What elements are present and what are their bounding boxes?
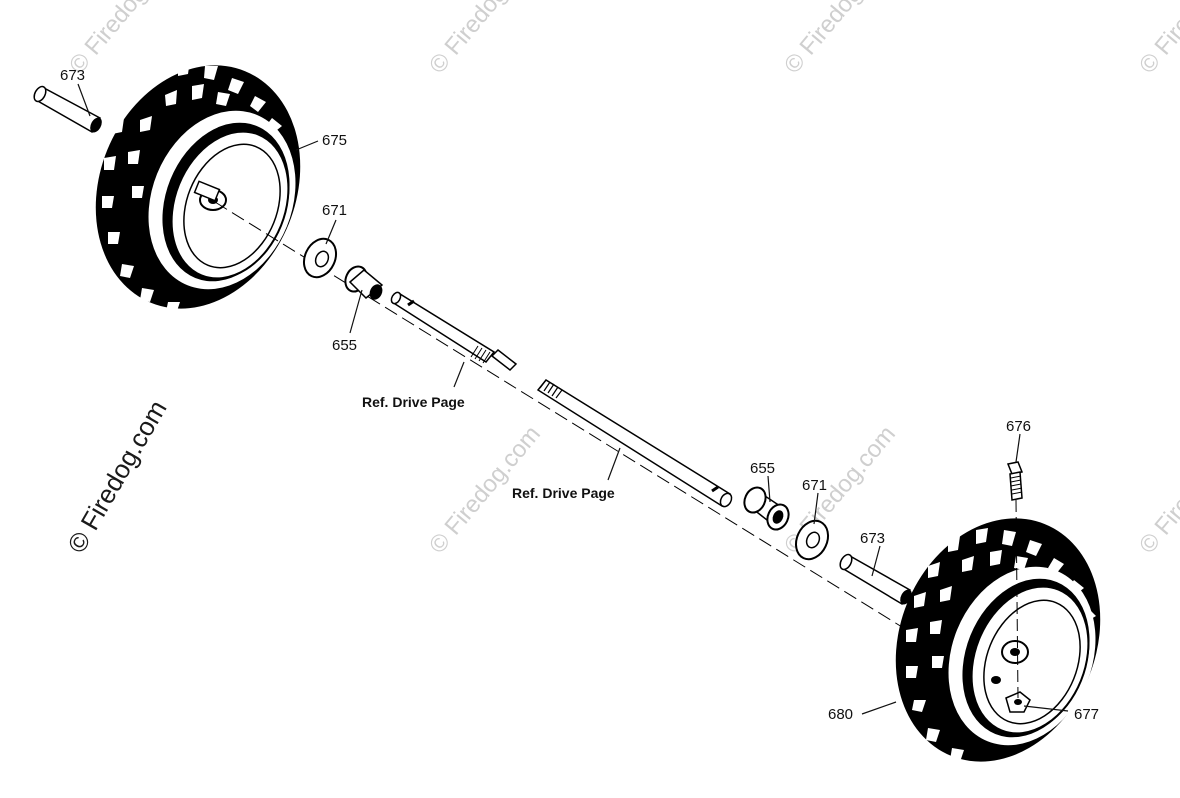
axle-shaft-left [390, 291, 518, 371]
label-673-left: 673 [60, 67, 85, 84]
spacer-tube-673-right [839, 553, 912, 606]
leader-lines [77, 83, 1069, 715]
label-673-right: 673 [860, 530, 885, 547]
label-655-left: 655 [332, 337, 357, 354]
washer-671-right [794, 519, 830, 561]
watermark-text: © Firedog.com [1134, 0, 1180, 79]
spacer-tube-673-left [33, 85, 102, 134]
watermark-text: © Firedog.com [424, 0, 546, 79]
label-ref-drive-page-right: Ref. Drive Page [512, 485, 615, 501]
watermark-text: © Firedog.com [1134, 421, 1180, 559]
label-671-left: 671 [322, 202, 347, 219]
label-676: 676 [1006, 418, 1031, 435]
label-677: 677 [1074, 706, 1099, 723]
label-675: 675 [322, 132, 347, 149]
label-671-right: 671 [802, 477, 827, 494]
bushing-655-left [344, 265, 384, 300]
right-tire [895, 518, 1101, 762]
label-680: 680 [828, 706, 853, 723]
label-ref-drive-page-left: Ref. Drive Page [362, 394, 465, 410]
part-labels: 673 675 671 655 Ref. Drive Page Ref. Dri… [60, 67, 1099, 723]
bolt-676 [1006, 461, 1024, 699]
axle-shaft-right [536, 379, 733, 508]
watermark-text-dark: © Firedog.com [61, 395, 172, 558]
label-655-right: 655 [750, 460, 775, 477]
left-tire [95, 60, 301, 314]
washer-671-left [302, 237, 338, 279]
bushing-655-right [743, 486, 790, 531]
watermark-text: © Firedog.com [779, 0, 901, 79]
